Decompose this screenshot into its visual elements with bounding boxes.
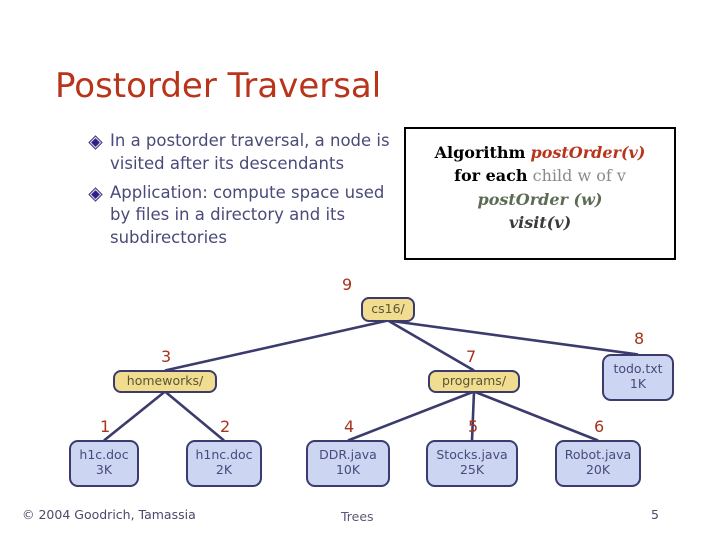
- list-item-label: Application: compute space used by files…: [110, 182, 385, 248]
- tree-node-size: 10K: [335, 462, 361, 477]
- tree-edge-cs16-hw: [164, 319, 389, 372]
- tree-node-size: 25K: [459, 462, 485, 477]
- page-title: Postorder Traversal: [55, 66, 382, 106]
- list-item: In a postorder traversal, a node is visi…: [88, 130, 403, 176]
- diamond-bullet-icon: [88, 134, 103, 150]
- tree-node-order-cs16: 9: [342, 275, 353, 294]
- footer-copyright: © 2004 Goodrich, Tamassia: [22, 507, 196, 522]
- tree-node-label: homeworks/: [126, 372, 204, 388]
- tree-edge-hw-h1nc: [164, 390, 225, 442]
- tree-node-order-prog: 7: [466, 347, 477, 366]
- tree-edge-cs16-prog: [387, 319, 475, 372]
- algorithm-line-4: visit(v): [406, 211, 674, 234]
- tree-node-cs16: cs16/: [361, 296, 415, 322]
- tree-node-size: 3K: [95, 462, 113, 477]
- algorithm-line-1: Algorithm postOrder(v): [406, 141, 674, 164]
- algorithm-visit-call: visit(v): [508, 213, 572, 233]
- algorithm-box: Algorithm postOrder(v) for each child w …: [404, 127, 676, 260]
- tree-node-label: Stocks.java: [436, 447, 508, 463]
- tree-node-label: todo.txt: [613, 361, 663, 377]
- footer-page-number: 5: [651, 507, 659, 522]
- tree-node-label: Robot.java: [564, 447, 632, 463]
- tree-edge-prog-ddr: [347, 390, 475, 442]
- tree-node-size: 1K: [629, 376, 647, 391]
- tree-node-label: cs16/: [371, 300, 405, 316]
- list-item: Application: compute space used by files…: [88, 182, 403, 250]
- tree-node-size: 20K: [585, 462, 611, 477]
- algorithm-recursive-call: postOrder (w): [477, 189, 603, 209]
- algorithm-line-2: for each child w of v: [406, 164, 674, 187]
- tree-node-order-todo: 8: [634, 329, 645, 348]
- tree-edge-cs16-todo: [387, 319, 639, 356]
- tree-node-order-stocks: 5: [468, 417, 479, 436]
- algorithm-foreach-rest: child w of v: [532, 166, 626, 186]
- tree-edge-hw-h1c: [103, 390, 166, 442]
- footer-section-title: Trees: [341, 509, 374, 524]
- tree-node-label: DDR.java: [319, 447, 377, 463]
- tree-node-label: h1c.doc: [79, 447, 129, 463]
- tree-node-order-robot: 6: [594, 417, 605, 436]
- tree-node-size: 2K: [215, 462, 233, 477]
- tree-node-hw: homeworks/: [113, 369, 217, 393]
- tree-node-order-hw: 3: [161, 347, 172, 366]
- diamond-bullet-icon: [88, 186, 103, 202]
- tree-node-order-h1nc: 2: [220, 417, 231, 436]
- algorithm-foreach-keyword: for each: [454, 166, 528, 186]
- tree-node-prog: programs/: [428, 369, 520, 393]
- list-item-label: In a postorder traversal, a node is visi…: [110, 131, 390, 173]
- tree-node-order-ddr: 4: [344, 417, 355, 436]
- tree-edge-prog-robot: [473, 390, 599, 442]
- algorithm-keyword: Algorithm: [434, 143, 526, 162]
- tree-node-order-h1c: 1: [100, 417, 111, 436]
- bullet-list: In a postorder traversal, a node is visi…: [88, 130, 403, 256]
- algorithm-signature: postOrder(v): [530, 143, 646, 162]
- algorithm-line-3: postOrder (w): [406, 188, 674, 211]
- tree-node-label: programs/: [441, 372, 507, 388]
- tree-edge-prog-stocks: [470, 391, 476, 441]
- tree-node-label: h1nc.doc: [195, 447, 253, 463]
